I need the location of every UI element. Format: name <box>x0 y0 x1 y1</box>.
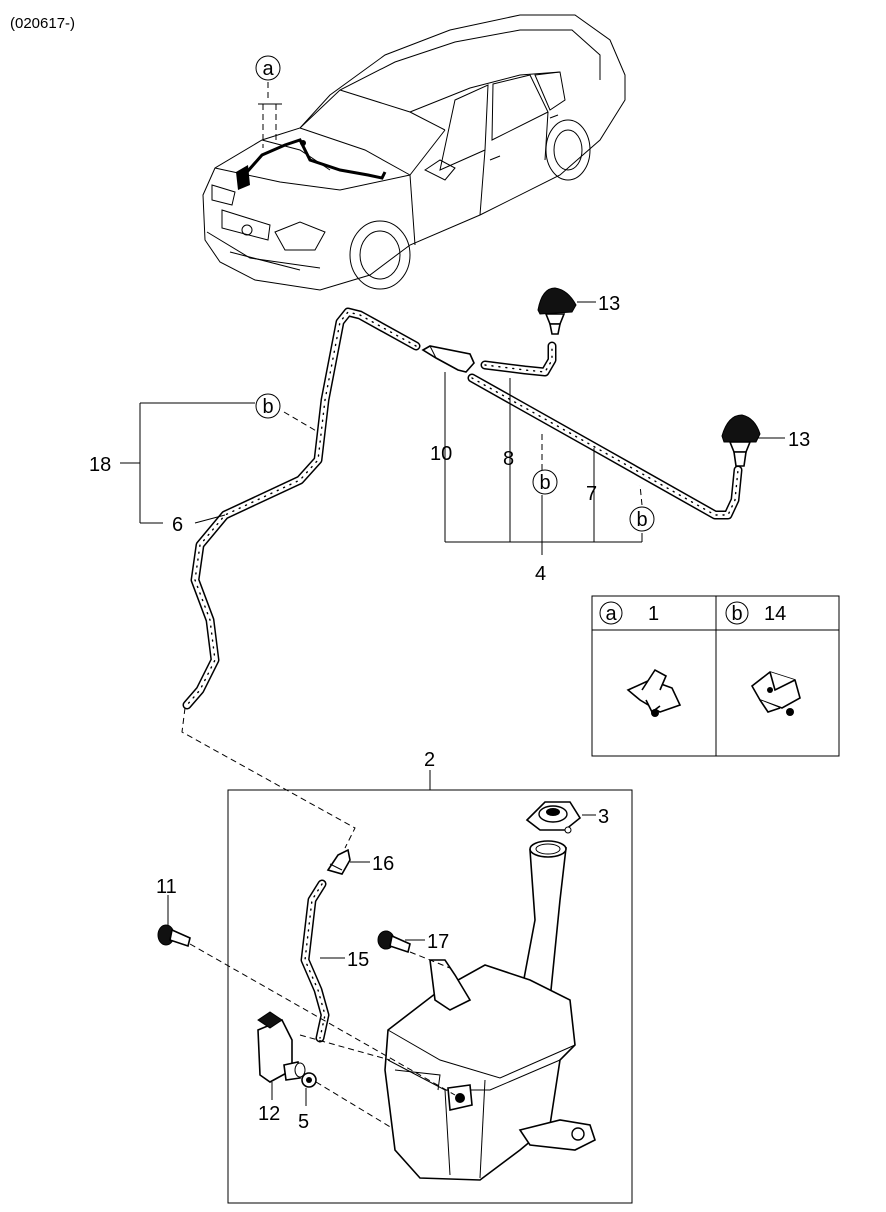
callout-b-1: b <box>255 393 281 419</box>
legend-part-1: 1 <box>648 603 659 625</box>
legend-letter-a: a <box>605 603 617 625</box>
grommet-5 <box>301 1072 317 1088</box>
legend-part-14: 14 <box>764 603 786 625</box>
leader-11-dash <box>189 943 456 1096</box>
leader-17-dash <box>409 951 451 969</box>
label-12: 12 <box>258 1103 280 1125</box>
label-2: 2 <box>424 749 435 771</box>
leader-b-right <box>639 484 643 506</box>
label-17: 17 <box>427 931 449 953</box>
legend-table: a 1 b 14 <box>591 595 840 757</box>
connector-16 <box>326 848 351 875</box>
callout-b-3: b <box>629 506 655 532</box>
label-16: 16 <box>372 853 394 875</box>
car-outline-icon <box>202 14 626 291</box>
label-10: 10 <box>430 443 452 465</box>
washer-reservoir-icon <box>384 840 596 1181</box>
washer-pump-icon <box>257 1011 306 1083</box>
clip-b-icon <box>750 671 801 716</box>
hose-link-dash <box>181 707 356 849</box>
callout-a-car: a <box>255 55 282 148</box>
svg-text:b: b <box>262 396 273 418</box>
bolt-icon <box>377 930 411 954</box>
svg-text:b: b <box>636 509 647 531</box>
label-4: 4 <box>535 563 546 585</box>
label-8: 8 <box>503 448 514 470</box>
bolt-icon <box>157 924 191 948</box>
legend-letter-b: b <box>731 603 742 625</box>
leader-b-hose6 <box>283 411 319 433</box>
hose-6 <box>182 307 421 710</box>
diagram-code: (020617-) <box>10 15 75 32</box>
label-15: 15 <box>347 949 369 971</box>
label-13-lower: 13 <box>788 429 810 451</box>
label-6: 6 <box>172 514 183 536</box>
label-3: 3 <box>598 806 609 828</box>
hose-8 <box>480 341 557 377</box>
leader-5-dash <box>315 1081 393 1129</box>
label-13-upper: 13 <box>598 293 620 315</box>
clip-a-icon <box>626 668 682 717</box>
label-5: 5 <box>298 1111 309 1133</box>
filler-cap-icon <box>525 801 582 834</box>
hose-7 <box>467 373 743 520</box>
svg-text:b: b <box>539 472 550 494</box>
hood-hose-icon <box>236 138 387 190</box>
svg-text:a: a <box>262 58 274 80</box>
label-7: 7 <box>586 483 597 505</box>
washer-nozzle-icon <box>721 414 761 467</box>
leader-12-dash <box>299 1034 391 1061</box>
callout-b-2: b <box>532 469 558 495</box>
washer-nozzle-icon <box>537 287 577 335</box>
connector-10 <box>421 345 475 373</box>
leader-lines-upper <box>120 301 785 555</box>
label-11: 11 <box>156 876 177 898</box>
label-18: 18 <box>89 454 111 476</box>
hose-15 <box>300 879 330 1043</box>
